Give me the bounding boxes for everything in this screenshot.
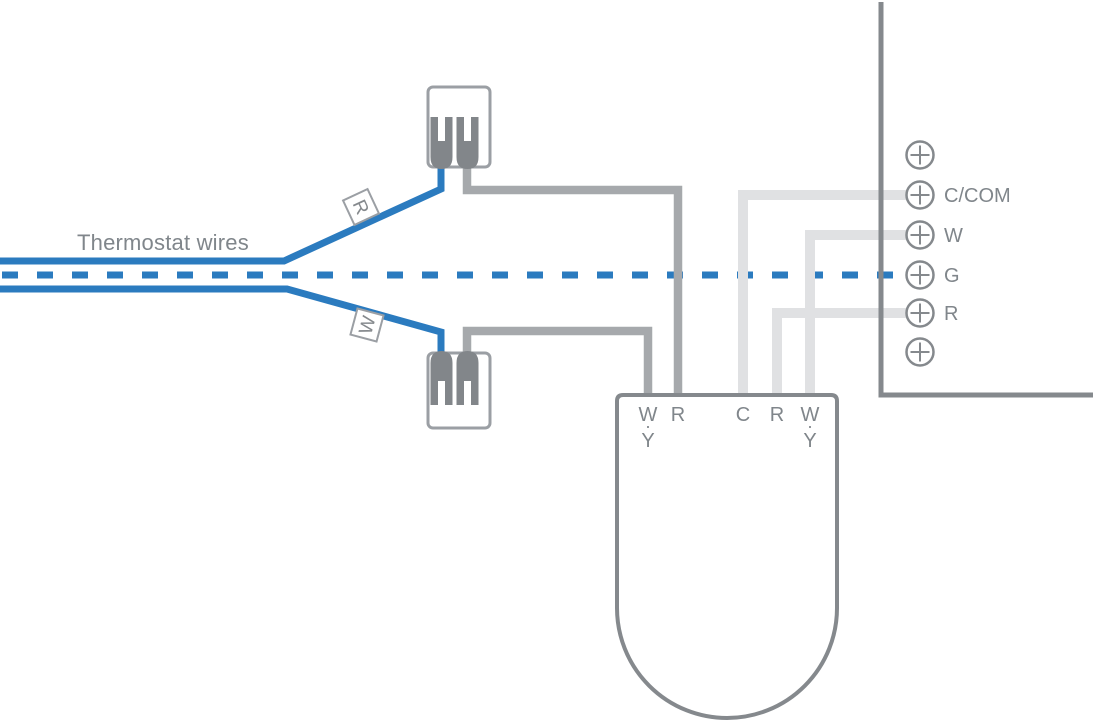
connector-port-right-notch [464,381,471,407]
thermostat-wires-label: Thermostat wires [77,230,249,255]
device-wire-w [805,230,906,397]
terminal-label: W [639,404,658,426]
terminal-dot: · [645,416,651,436]
terminal-screw-r [905,298,935,328]
terminal-alt-label: Y [641,430,654,452]
terminal-label: R [770,404,784,426]
hvac-panel-edge [878,2,1093,398]
splice-wire-wy-to-device [462,326,653,397]
device-wire-r [772,308,906,397]
connector-port-left [430,117,453,169]
terminal-label: C [736,404,750,426]
device-terminal-r-left: R [671,404,685,426]
connector-port-right [456,351,479,405]
device-wire-c [738,190,906,397]
device-terminal-wy-left: W · Y [639,404,658,452]
top-wire-connector [426,85,492,169]
terminal-label-g: G [944,265,960,287]
terminal-dot: · [807,416,813,436]
panel-terminals: C/COM W G R [905,140,1011,367]
device-terminal-wy-right: W · Y [801,404,820,452]
tag-box [341,187,381,227]
terminal-screw-blank-top [905,140,935,170]
terminal-screw-g [905,260,935,290]
terminal-label-r: R [944,303,958,325]
splice-wire-r-to-device [462,164,683,397]
device-terminal-r-right: R [770,404,784,426]
r-wire-blue-top [0,168,445,265]
terminal-label: W [801,404,820,426]
tag-letter: W [356,314,381,337]
connector-port-left-notch [438,115,445,141]
device-body [615,393,839,720]
terminal-label: R [671,404,685,426]
bottom-wire-connector [426,351,492,430]
device-terminal-labels: W · Y R C R W · Y [639,404,820,452]
connector-port-left [430,351,453,405]
connector-port-left-notch [438,381,445,407]
terminal-label-w: W [944,225,963,247]
terminal-screw-c-com [905,180,935,210]
device-output-wires [738,190,906,397]
terminal-label-c-com: C/COM [944,185,1011,207]
connector-port-right-notch [464,115,471,141]
tag-box [349,307,385,343]
terminal-screw-w [905,220,935,250]
splice-wires [462,164,683,397]
r-wire-tag: R [341,187,381,227]
device-terminal-c: C [736,404,750,426]
w-wire-tag: W [349,307,385,343]
terminal-alt-label: Y [803,430,816,452]
terminal-screw-blank-bottom [905,337,935,367]
connector-port-right [456,117,479,169]
power-connector-device: W · Y R C R W · Y [615,393,839,720]
